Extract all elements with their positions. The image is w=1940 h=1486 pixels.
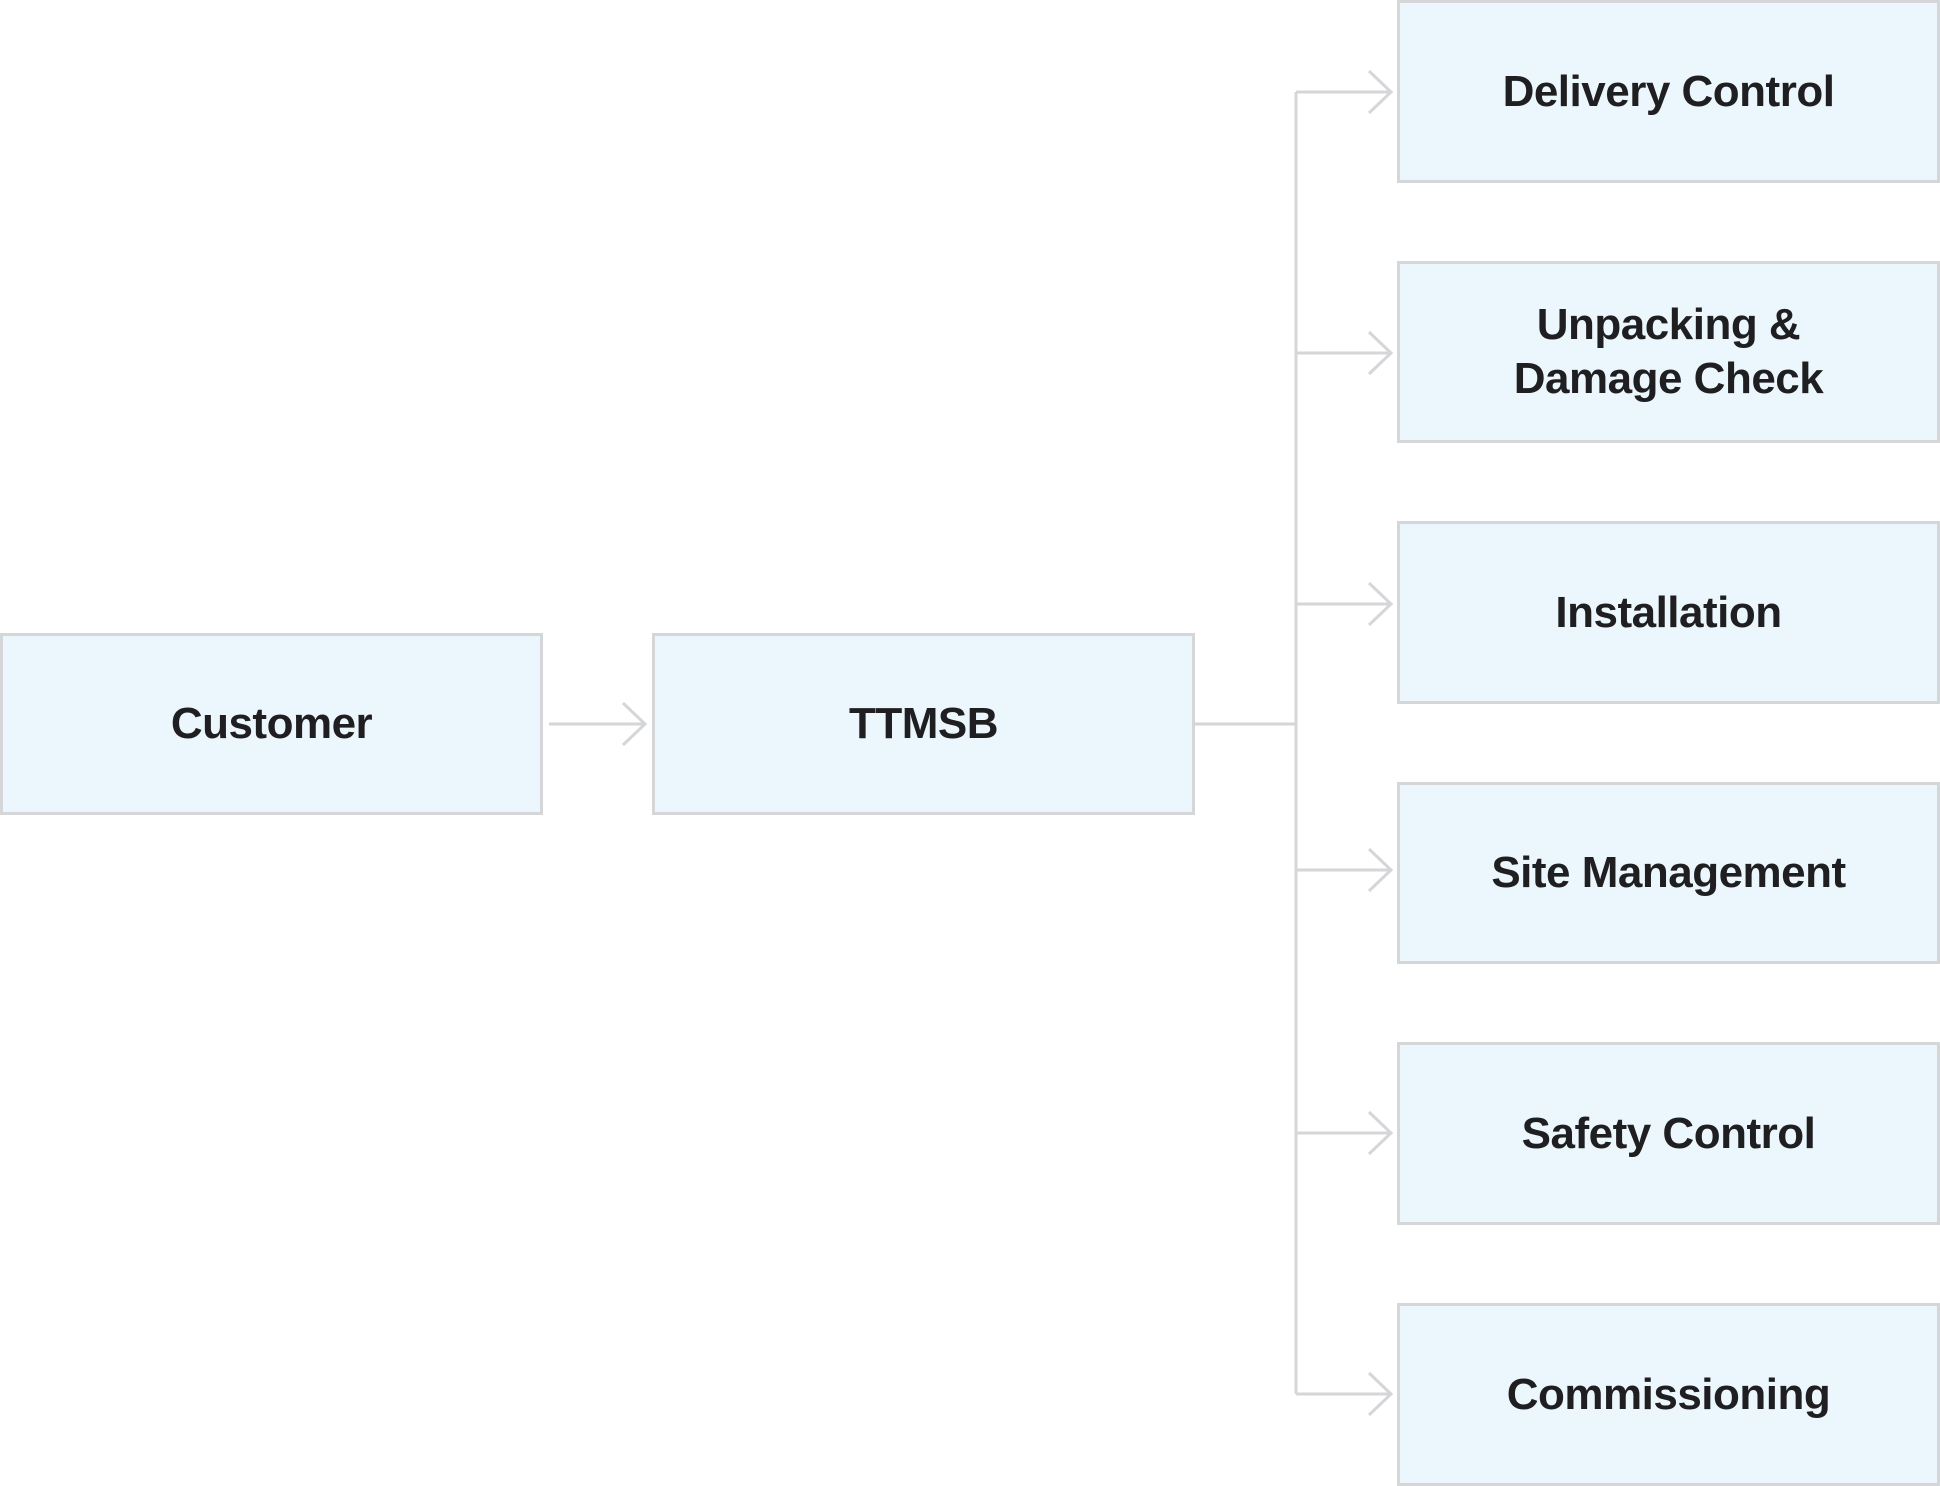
safety-control-box: Safety Control [1397,1042,1940,1225]
customer-label: Customer [170,699,373,748]
delivery-control-box: Delivery Control [1397,0,1940,183]
installation-box: Installation [1397,521,1940,704]
customer-box: Customer [0,633,543,815]
installation-label: Installation [1555,587,1782,637]
delivery-control-label: Delivery Control [1502,66,1835,116]
unpacking-damage-check-box: Unpacking & Damage Check [1397,261,1940,443]
site-management-label: Site Management [1491,848,1846,897]
commissioning-label: Commissioning [1506,1369,1831,1419]
arrow-to-unpacking-damage-check [1296,330,1394,376]
ttmsb-label: TTMSB [848,699,999,748]
ttmsb-box: TTMSB [652,633,1195,815]
arrow-to-safety-control [1296,1110,1394,1156]
safety-control-label: Safety Control [1521,1108,1816,1158]
arrow-to-commissioning [1296,1371,1394,1417]
arrow-to-delivery-control [1296,69,1394,115]
arrow-customer-to-ttmsb [549,701,648,747]
arrow-to-installation [1296,581,1394,627]
unpacking-damage-check-label: Unpacking & Damage Check [1513,300,1824,403]
site-management-box: Site Management [1397,782,1940,964]
arrow-to-site-management [1296,847,1394,893]
commissioning-box: Commissioning [1397,1303,1940,1486]
